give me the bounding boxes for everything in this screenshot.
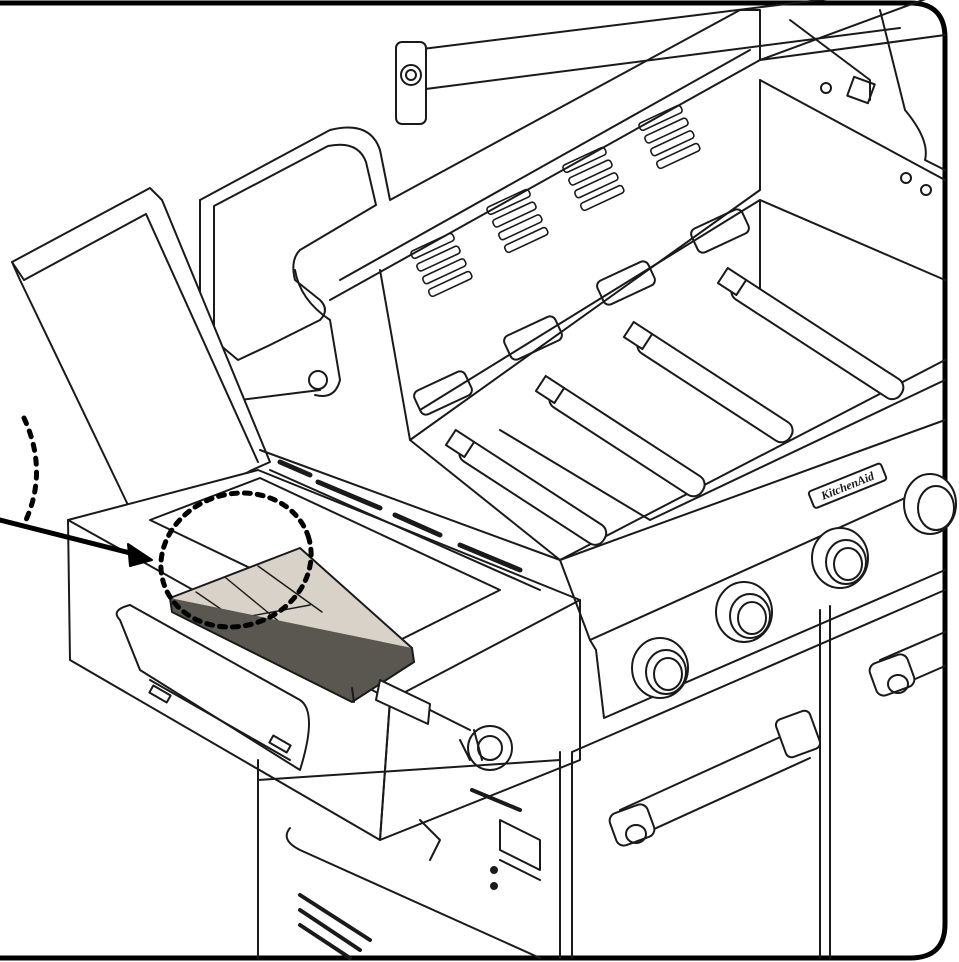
arrow-right-icon [0, 517, 153, 567]
dotted-callout-circle-icon [158, 490, 314, 630]
main-burners [444, 266, 905, 546]
knob-1 [631, 637, 689, 699]
knob-3 [811, 527, 869, 589]
side-burner-highlight [169, 547, 513, 771]
grill-hood [199, 0, 946, 441]
lower-side-cabinet [257, 759, 561, 960]
hood-vents [410, 104, 701, 298]
dotted-callout-circle-icon [21, 415, 39, 523]
cabinet [559, 589, 946, 959]
main-control-panel [559, 419, 946, 719]
side-burner-lid [11, 187, 271, 531]
brand-plate: KitchenAid [807, 462, 888, 509]
hood-handle [395, 0, 901, 125]
knob-4 [903, 473, 957, 535]
knob-2 [715, 581, 773, 643]
control-knobs [631, 473, 957, 699]
